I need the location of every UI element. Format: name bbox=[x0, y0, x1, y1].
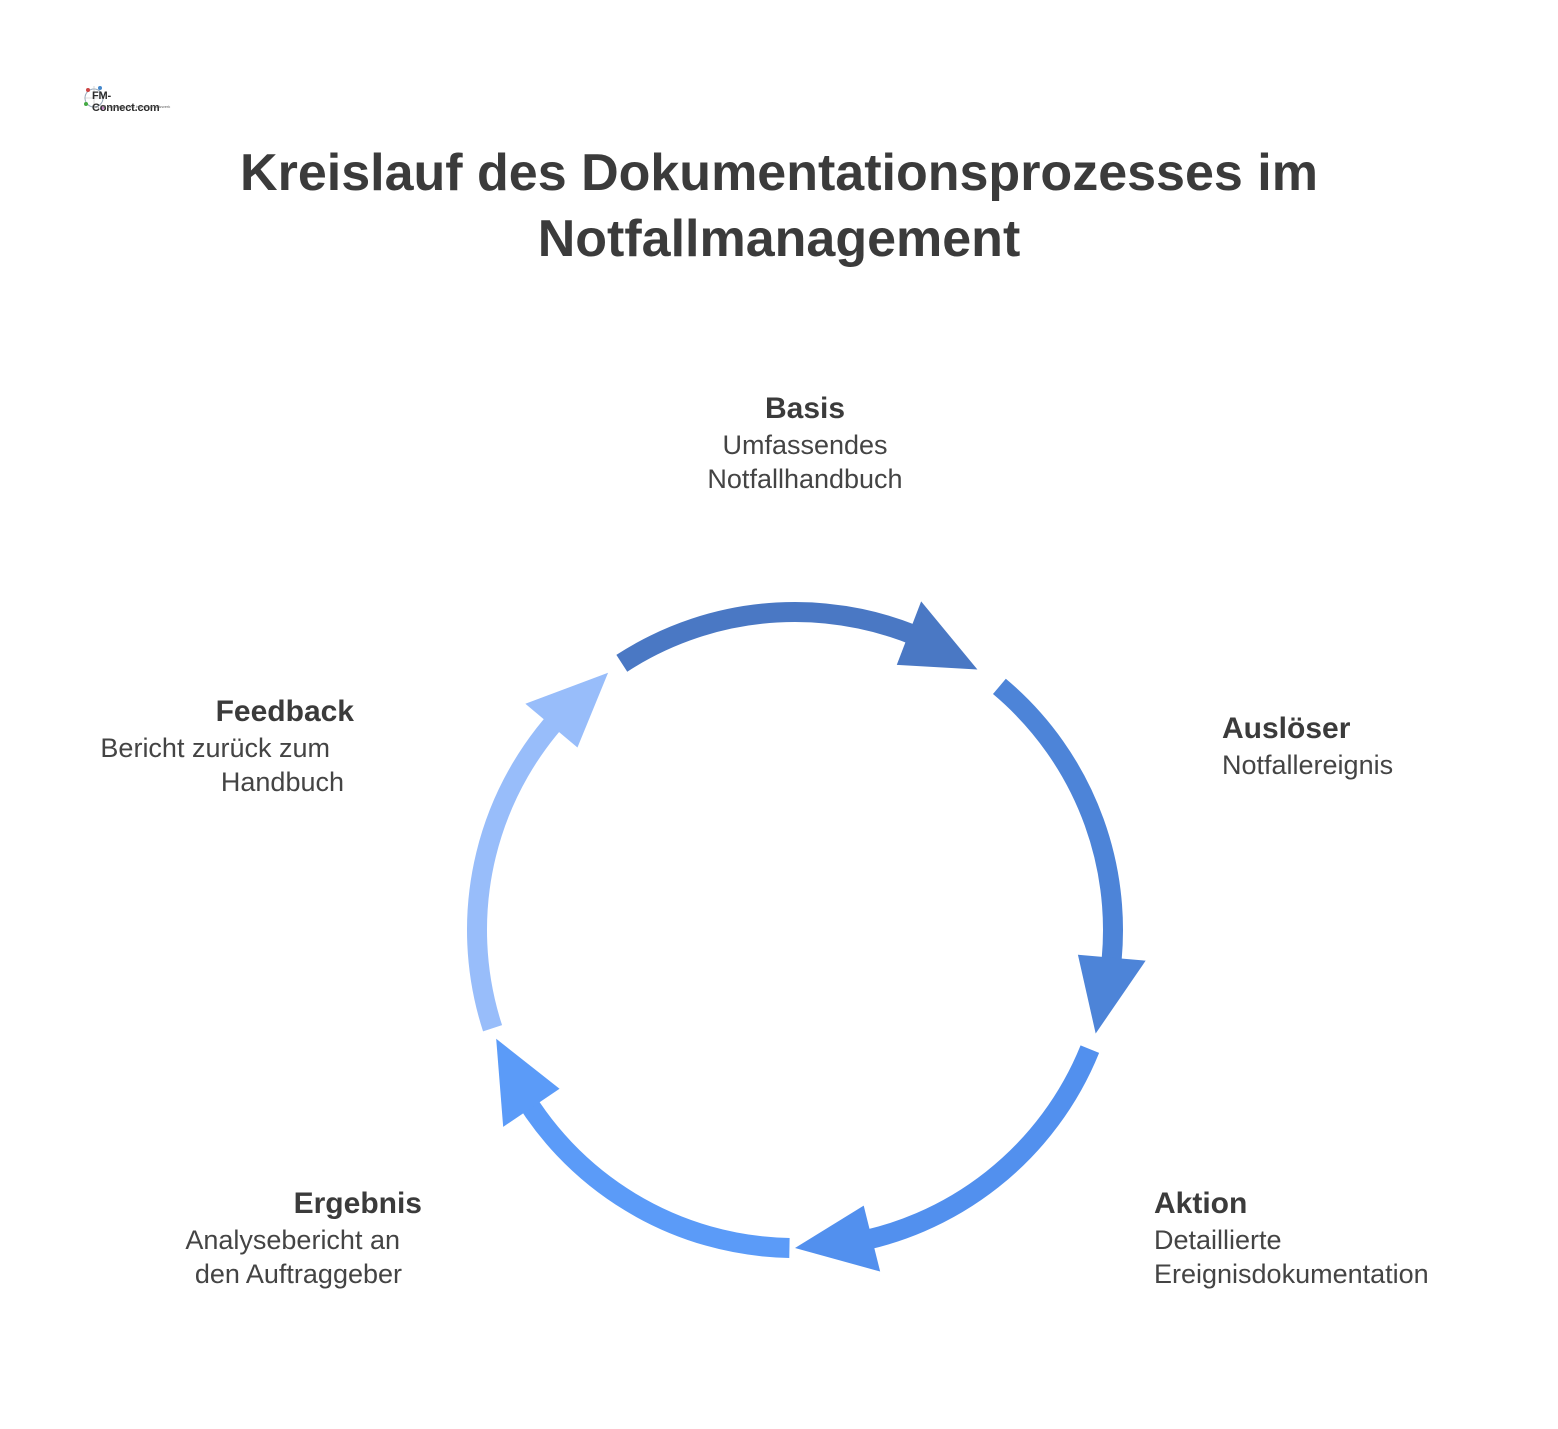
stage-basis-desc-1: Umfassendes bbox=[722, 430, 888, 460]
arrow-arc-ergebnis bbox=[507, 1077, 790, 1258]
stage-feedback-title: Feedback bbox=[215, 695, 354, 728]
arrow-head-aktion bbox=[795, 1205, 881, 1272]
stage-ausloeser: Auslöser Notfallereignis bbox=[1222, 710, 1522, 782]
diagram-title: Kreislauf des Dokumentationsprozesses im… bbox=[0, 140, 1558, 272]
stage-ergebnis-desc-1: Analysebericht an bbox=[185, 1225, 400, 1255]
stage-aktion-title: Aktion bbox=[1154, 1187, 1248, 1220]
stage-ergebnis-title: Ergebnis bbox=[293, 1187, 422, 1220]
logo-text: FM-Connect.com bbox=[92, 90, 160, 114]
stage-ergebnis: Ergebnis Analysebericht an den Auftragge… bbox=[100, 1185, 422, 1291]
arrow-arc-feedback bbox=[467, 696, 579, 1032]
stage-feedback: Feedback Bericht zurück zum Handbuch bbox=[40, 693, 354, 799]
stage-ausloeser-desc-1: Notfallereignis bbox=[1222, 750, 1394, 780]
stage-aktion-desc-2: Ereignisdokumentation bbox=[1154, 1259, 1429, 1289]
stage-ergebnis-desc-2: den Auftraggeber bbox=[194, 1259, 402, 1289]
arrow-arc-ausloeser bbox=[992, 678, 1124, 990]
stage-basis-desc-2: Notfallhandbuch bbox=[707, 464, 903, 494]
arrow-arc-basis bbox=[616, 602, 941, 672]
arrow-head-feedback bbox=[525, 672, 609, 748]
stage-aktion-desc-1: Detaillierte bbox=[1154, 1225, 1282, 1255]
logo-graphic-icon bbox=[84, 86, 104, 110]
stage-feedback-desc-2: Handbuch bbox=[220, 767, 344, 797]
arrow-arc-aktion bbox=[841, 1045, 1100, 1255]
arrow-head-basis bbox=[896, 601, 978, 670]
arrow-head-ergebnis bbox=[496, 1038, 560, 1127]
title-line-2: Notfallmanagement bbox=[537, 210, 1021, 268]
stage-aktion: Aktion Detaillierte Ereignisdokumentatio… bbox=[1154, 1185, 1494, 1291]
logo-subtitle: Das FM Beratungs- und Ingenieur-Netzwerk bbox=[92, 104, 171, 109]
arrow-head-ausloeser bbox=[1077, 954, 1146, 1034]
stage-basis: Basis Umfassendes Notfallhandbuch bbox=[655, 390, 955, 496]
title-line-1: Kreislauf des Dokumentationsprozesses im bbox=[240, 144, 1318, 202]
stage-ausloeser-title: Auslöser bbox=[1222, 712, 1351, 745]
stage-basis-title: Basis bbox=[764, 392, 846, 425]
logo: FM-Connect.com Das FM Beratungs- und Ing… bbox=[80, 78, 170, 118]
stage-feedback-desc-1: Bericht zurück zum bbox=[100, 733, 330, 763]
